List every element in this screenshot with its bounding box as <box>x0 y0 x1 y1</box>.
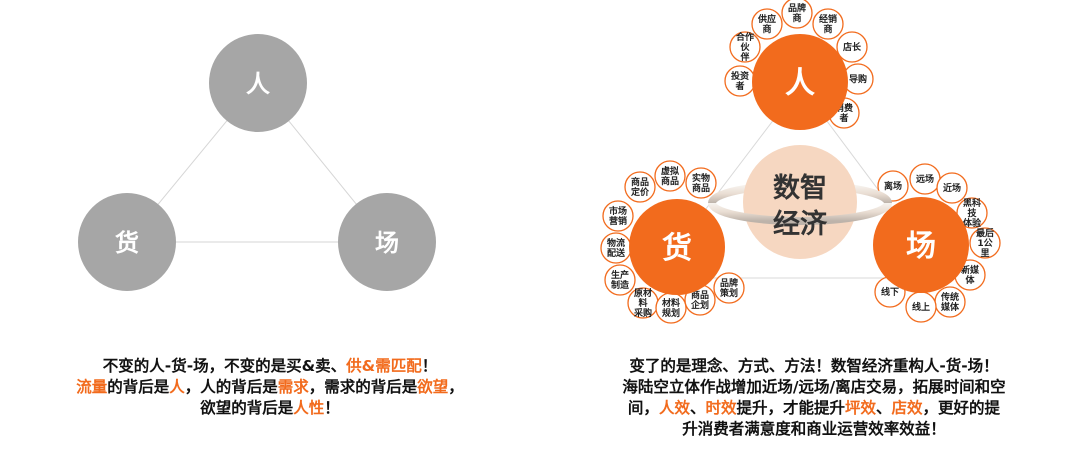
caption-text: ，需求的背后是 <box>308 378 418 396</box>
people-satellite-bubble <box>836 31 868 63</box>
place-satellite-label: 离场 <box>884 180 902 192</box>
goods-satellite-label: 商品定价 <box>630 176 650 198</box>
place-satellite-label: 黑科技体验 <box>963 197 982 229</box>
people-satellite-bubble <box>812 8 844 40</box>
node-goods <box>78 193 176 291</box>
caption-text: ！ <box>421 357 438 375</box>
goods-satellite-label: 生产制造 <box>611 269 630 291</box>
place-satellite-bubble <box>877 170 909 202</box>
caption-highlight: 需求 <box>277 378 309 396</box>
people-satellite-label: 导购 <box>849 73 867 85</box>
caption-highlight: 供&需匹配 <box>346 357 422 375</box>
node-place-right <box>873 197 969 293</box>
left-caption-line2: 流量的背后是人，人的背后是需求，需求的背后是欲望， <box>0 377 540 398</box>
caption-highlight: 时效 <box>705 399 737 417</box>
left-triangle-diagram: 人 货 场 <box>78 34 436 291</box>
caption-text: 的背后是 <box>107 378 170 396</box>
node-goods-right-label: 货 <box>662 231 692 266</box>
goods-satellite-label: 商品企划 <box>690 289 709 311</box>
right-digital-diagram: 投资者合作伙伴供应商品牌商经销商店长导购消费者 商品定价虚拟商品实物商品市场营销… <box>600 0 1001 324</box>
caption-highlight: 流量 <box>76 378 108 396</box>
left-caption: 不变的人-货-场，不变的是买&卖、供&需匹配！ 流量的背后是人，人的背后是需求，… <box>0 356 540 419</box>
center-label-line2: 经济 <box>773 208 828 240</box>
caption-text: 、 <box>689 399 706 417</box>
caption-text: ，人的背后是 <box>184 378 278 396</box>
left-caption-line1: 不变的人-货-场，不变的是买&卖、供&需匹配！ <box>0 356 540 377</box>
place-satellite-label: 线上 <box>912 301 930 313</box>
caption-text: ，更好的提 <box>922 399 1001 417</box>
node-people-right <box>752 34 848 130</box>
caption-highlight: 人 <box>169 378 185 396</box>
place-satellite-label: 传统媒体 <box>940 291 960 313</box>
goods-satellite-label: 虚拟商品 <box>661 165 679 187</box>
node-place-right-label: 场 <box>906 229 936 264</box>
left-caption-line3: 欲望的背后是人性！ <box>0 398 540 419</box>
goods-satellite-bubble <box>685 167 717 199</box>
people-satellite-label: 品牌商 <box>788 2 806 24</box>
caption-text: ！ <box>324 399 340 417</box>
goods-satellite-bubble <box>604 264 636 296</box>
right-caption: 变了的是理念、方式、方法！数智经济重构人-货-场！ 海陆空立体作战增加近场/远场… <box>548 356 1080 440</box>
people-satellite-label: 合作伙伴 <box>736 31 754 63</box>
node-people <box>209 34 307 132</box>
caption-text: 不变的人-货-场，不变的是买&卖、 <box>102 357 347 375</box>
goods-satellite-bubble <box>713 272 745 304</box>
caption-text: 间， <box>627 399 659 417</box>
place-satellite-bubble <box>936 172 968 204</box>
goods-satellites: 商品定价虚拟商品实物商品市场营销物流配送生产制造原材料采购材料规划商品企划品牌策… <box>600 160 745 324</box>
place-satellite-bubble <box>956 197 988 229</box>
node-place <box>338 193 436 291</box>
people-satellite-label: 供应商 <box>757 13 776 35</box>
place-satellite-label: 近场 <box>943 182 961 194</box>
people-satellite-label: 经销商 <box>819 13 837 35</box>
center-label-line1: 数智 <box>773 173 827 204</box>
caption-text: 欲望的背后是 <box>200 399 294 417</box>
goods-satellite-label: 材料规划 <box>661 297 680 319</box>
caption-text: 、 <box>876 399 892 417</box>
caption-text: 提升，才能提升 <box>736 399 845 417</box>
center-circle <box>743 145 857 259</box>
center-ring-front <box>708 202 892 225</box>
goods-satellite-bubble <box>602 200 634 232</box>
people-satellites: 投资者合作伙伴供应商品牌商经销商店长导购消费者 <box>724 0 874 129</box>
goods-satellite-label: 实物商品 <box>692 172 710 194</box>
goods-satellite-label: 物流配送 <box>607 237 626 259</box>
people-satellite-bubble <box>751 8 783 40</box>
place-satellite-label: 新媒体 <box>961 264 980 286</box>
place-satellite-bubble <box>969 227 1001 259</box>
node-people-label: 人 <box>246 70 270 98</box>
goods-satellite-label: 原材料采购 <box>633 287 652 319</box>
node-people-right-label: 人 <box>785 66 815 101</box>
caption-highlight: 店效 <box>891 399 923 417</box>
caption-text: ， <box>448 378 464 396</box>
right-caption-line1: 变了的是理念、方式、方法！数智经济重构人-货-场！ <box>629 357 999 375</box>
caption-highlight: 人性 <box>293 399 325 417</box>
caption-highlight: 坪效 <box>845 399 877 417</box>
people-satellite-bubble <box>729 31 761 63</box>
goods-satellite-bubble <box>654 160 686 192</box>
node-place-label: 场 <box>375 229 399 257</box>
right-caption-line2: 海陆空立体作战增加近场/远场/离店交易，拓展时间和空 <box>622 378 1006 396</box>
goods-satellite-label: 品牌策划 <box>719 277 738 299</box>
right-caption-line4: 升消费者满意度和商业运营效率效益！ <box>682 420 946 438</box>
right-caption-line3: 间，人效、时效提升，才能提升坪效、店效，更好的提 <box>548 398 1080 419</box>
node-goods-label: 货 <box>115 229 139 257</box>
people-satellite-bubble <box>781 0 813 29</box>
node-goods-right <box>629 199 725 295</box>
people-satellite-label: 投资者 <box>731 70 749 92</box>
people-satellite-label: 店长 <box>843 41 862 53</box>
goods-satellite-label: 市场营销 <box>609 205 627 227</box>
caption-highlight: 欲望 <box>417 378 449 396</box>
goods-satellite-bubble <box>624 171 656 203</box>
caption-highlight: 人效 <box>658 399 690 417</box>
place-satellite-label: 线下 <box>881 286 899 298</box>
place-satellite-label: 远场 <box>916 173 934 185</box>
